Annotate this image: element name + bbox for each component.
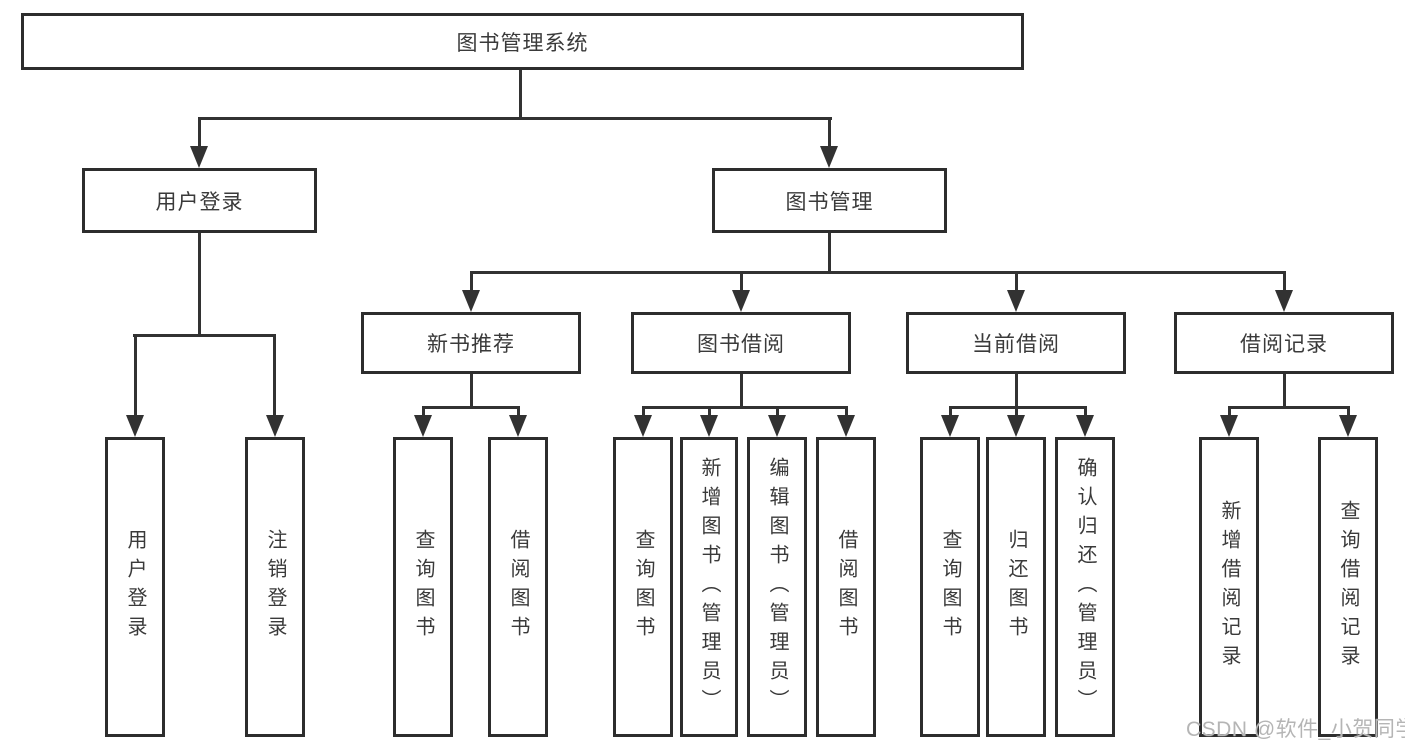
connector-line <box>422 406 520 409</box>
connector-line <box>470 271 473 292</box>
leaf-label: 借阅图书 <box>835 529 857 645</box>
arrowhead-down-icon <box>462 290 480 312</box>
leaf-bb-query-books: 查询图书 <box>613 437 673 737</box>
node-label: 新书推荐 <box>427 333 515 356</box>
node-label: 用户登录 <box>155 190 244 214</box>
connector-line <box>1228 406 1231 417</box>
connector-line <box>519 70 522 118</box>
connector-line <box>273 334 276 416</box>
node-root: 图书管理系统 <box>21 13 1024 70</box>
leaf-label: 查询借阅记录 <box>1337 500 1359 674</box>
arrowhead-down-icon <box>126 415 144 437</box>
leaf-br-add-record: 新增借阅记录 <box>1199 437 1259 737</box>
arrowhead-down-icon <box>1220 415 1238 437</box>
leaf-logout: 注销登录 <box>245 437 305 737</box>
arrowhead-down-icon <box>414 415 432 437</box>
node-current-borrowing: 当前借阅 <box>906 312 1126 374</box>
connector-line <box>1228 406 1350 409</box>
leaf-nbr-query-books: 查询图书 <box>393 437 453 737</box>
arrowhead-down-icon <box>1275 290 1293 312</box>
node-user-login-group: 用户登录 <box>82 168 317 233</box>
node-root-label: 图书管理系统 <box>456 31 589 55</box>
leaf-nbr-borrow-books: 借阅图书 <box>488 437 548 737</box>
leaf-label: 用户登录 <box>124 529 146 645</box>
connector-line <box>1283 271 1286 292</box>
connector-line <box>642 406 645 417</box>
arrowhead-down-icon <box>190 146 208 168</box>
leaf-label: 新增借阅记录 <box>1218 500 1240 674</box>
node-label: 借阅记录 <box>1240 333 1328 356</box>
arrowhead-down-icon <box>700 415 718 437</box>
leaf-br-query-record: 查询借阅记录 <box>1318 437 1378 737</box>
leaf-bb-add-books-admin: 新增图书（管理员） <box>680 437 738 737</box>
arrowhead-down-icon <box>837 415 855 437</box>
connector-line <box>776 406 779 417</box>
node-new-book-recommend: 新书推荐 <box>361 312 581 374</box>
leaf-label: 查询图书 <box>632 529 654 645</box>
leaf-label: 新增图书（管理员） <box>698 456 720 718</box>
leaf-label: 确认归还（管理员） <box>1074 456 1096 718</box>
connector-line <box>1015 406 1018 417</box>
leaf-label: 注销登录 <box>264 529 286 645</box>
leaf-cb-return-books: 归还图书 <box>986 437 1046 737</box>
leaf-label: 编辑图书（管理员） <box>766 456 788 718</box>
leaf-bb-edit-books-admin: 编辑图书（管理员） <box>747 437 807 737</box>
leaf-label: 归还图书 <box>1005 529 1027 645</box>
connector-line <box>1015 374 1018 407</box>
arrowhead-down-icon <box>1007 290 1025 312</box>
arrowhead-down-icon <box>509 415 527 437</box>
connector-line <box>517 406 520 417</box>
connector-line <box>828 117 831 148</box>
arrowhead-down-icon <box>634 415 652 437</box>
arrowhead-down-icon <box>1339 415 1357 437</box>
connector-line <box>198 233 201 335</box>
connector-line <box>134 334 137 416</box>
leaf-label: 查询图书 <box>939 529 961 645</box>
watermark: CSDN @软件_小贺同学 <box>1186 718 1405 741</box>
leaf-bb-borrow-books: 借阅图书 <box>816 437 876 737</box>
node-borrow-records: 借阅记录 <box>1174 312 1394 374</box>
connector-line <box>828 233 831 272</box>
connector-line <box>949 406 952 417</box>
node-book-mgmt-group: 图书管理 <box>712 168 947 233</box>
connector-line <box>708 406 711 417</box>
node-label: 图书管理 <box>785 190 874 214</box>
arrowhead-down-icon <box>732 290 750 312</box>
leaf-cb-query-books: 查询图书 <box>920 437 980 737</box>
leaf-label: 查询图书 <box>412 529 434 645</box>
connector-line <box>1347 406 1350 417</box>
node-label: 图书借阅 <box>697 333 785 356</box>
arrowhead-down-icon <box>941 415 959 437</box>
connector-line <box>949 406 1087 409</box>
connector-line <box>642 406 848 409</box>
connector-line <box>1283 374 1286 407</box>
connector-line <box>470 374 473 407</box>
connector-line <box>422 406 425 417</box>
arrowhead-down-icon <box>1076 415 1094 437</box>
connector-line <box>1015 271 1018 292</box>
connector-line <box>1084 406 1087 417</box>
leaf-user-login: 用户登录 <box>105 437 165 737</box>
arrowhead-down-icon <box>768 415 786 437</box>
connector-line <box>198 117 832 120</box>
leaf-cb-confirm-return-admin: 确认归还（管理员） <box>1055 437 1115 737</box>
connector-line <box>133 334 276 337</box>
arrowhead-down-icon <box>266 415 284 437</box>
node-label: 当前借阅 <box>972 333 1060 356</box>
node-book-borrowing: 图书借阅 <box>631 312 851 374</box>
arrowhead-down-icon <box>1007 415 1025 437</box>
connector-line <box>845 406 848 417</box>
connector-line <box>740 374 743 407</box>
connector-line <box>198 117 201 148</box>
arrowhead-down-icon <box>820 146 838 168</box>
connector-line <box>740 271 743 292</box>
connector-line <box>470 271 1286 274</box>
leaf-label: 借阅图书 <box>507 529 529 645</box>
